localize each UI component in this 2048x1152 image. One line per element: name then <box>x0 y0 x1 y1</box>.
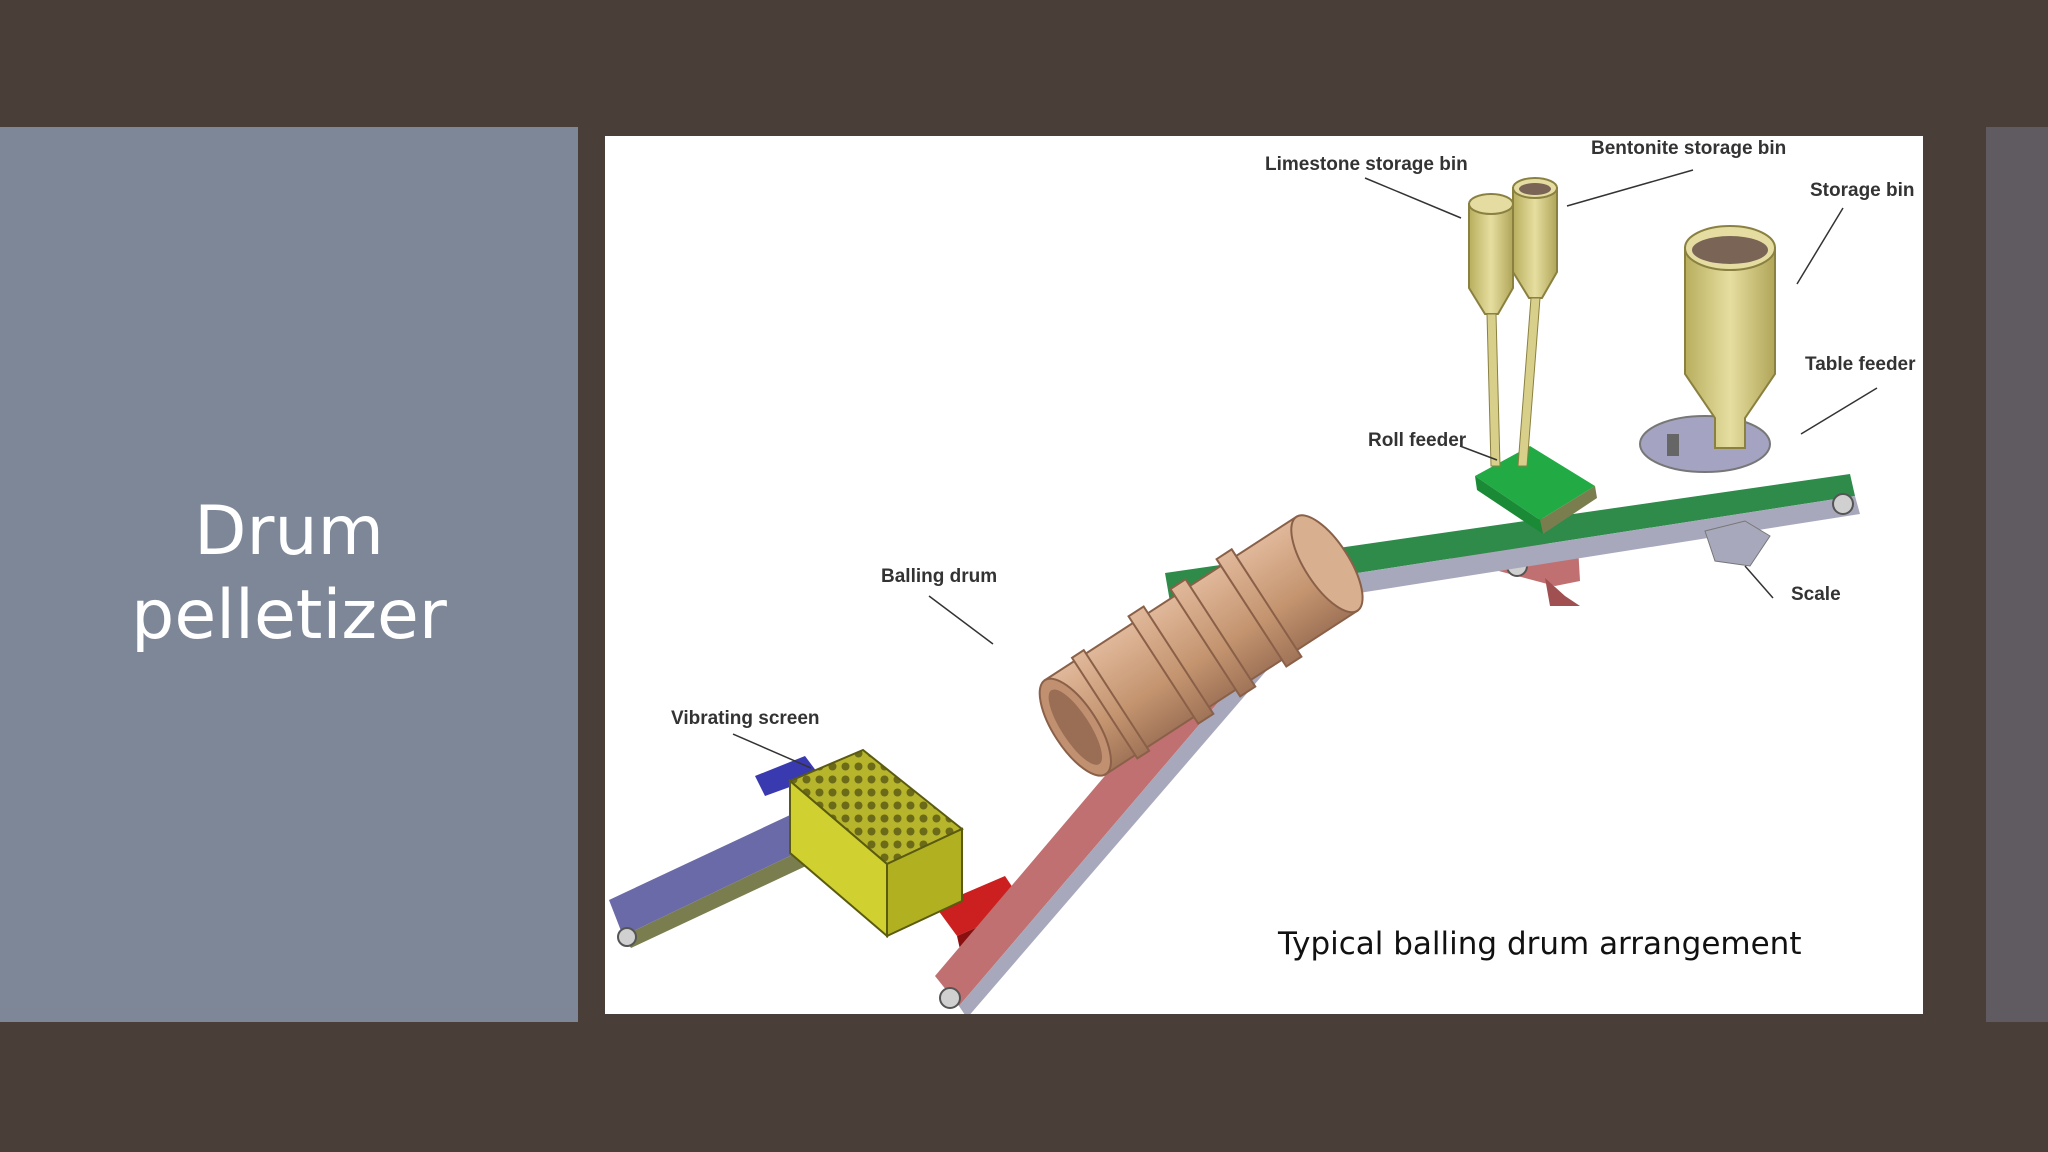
diagram-figure: Limestone storage bin Bentonite storage … <box>605 136 1923 1014</box>
label-vibrating-screen: Vibrating screen <box>671 708 820 729</box>
label-balling-drum: Balling drum <box>881 566 997 587</box>
pelletizing-plant-diagram: Limestone storage bin Bentonite storage … <box>609 138 1916 1014</box>
limestone-storage-bin <box>1468 193 1514 467</box>
label-table-feeder: Table feeder <box>1805 354 1916 375</box>
table-feeder <box>1639 415 1771 473</box>
storage-bin <box>1684 225 1776 449</box>
bentonite-storage-bin <box>1512 177 1558 467</box>
vibrating-screen <box>788 748 964 939</box>
label-storage-bin: Storage bin <box>1810 180 1915 201</box>
label-limestone-storage-bin: Limestone storage bin <box>1265 154 1468 175</box>
balling-drum <box>1038 514 1364 777</box>
slide-title: Drum pelletizer <box>131 492 447 655</box>
label-roll-feeder: Roll feeder <box>1368 430 1467 451</box>
title-panel <box>0 127 578 1022</box>
scale <box>1704 520 1771 567</box>
label-scale: Scale <box>1791 584 1841 605</box>
roll-feeder <box>1475 446 1597 534</box>
leader-lines <box>732 169 1878 769</box>
output-conveyor <box>609 756 823 948</box>
next-slide-edge <box>1986 127 2048 1022</box>
label-bentonite-storage-bin: Bentonite storage bin <box>1591 138 1786 159</box>
figure-caption: Typical balling drum arrangement <box>1278 926 1802 962</box>
